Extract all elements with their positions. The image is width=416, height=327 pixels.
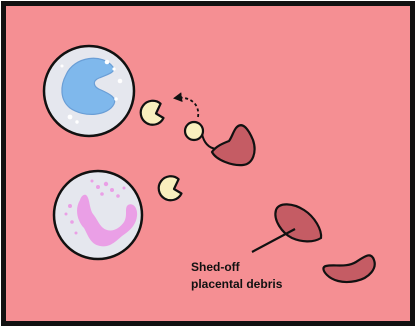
pink-nucleus-cell	[54, 171, 142, 259]
debris-label-line2: placental debris	[191, 277, 283, 291]
blue-nucleus-cell	[44, 46, 134, 136]
debris-label-line1: Shed-off	[191, 260, 241, 274]
ligand-ball	[185, 122, 203, 140]
